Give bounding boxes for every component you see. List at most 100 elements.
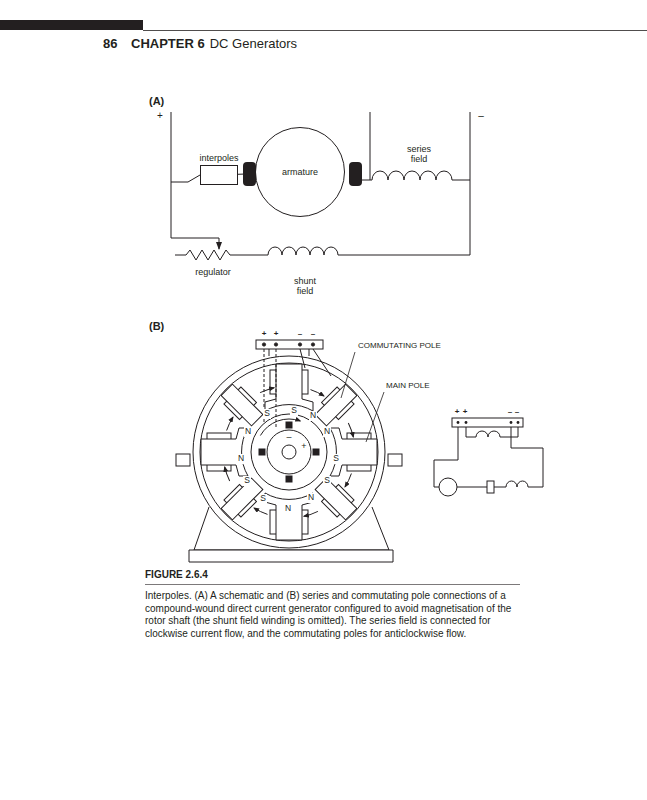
terminal: [465, 421, 468, 424]
terminal: [457, 421, 460, 424]
terminal: [262, 343, 265, 346]
regulator-resistor: [175, 250, 268, 260]
interpoles-node: interpoles: [199, 153, 238, 185]
commutating-pole: [312, 475, 359, 522]
winding-connection: [345, 474, 351, 488]
component-label: regulator: [195, 267, 231, 277]
brush: [286, 422, 292, 428]
terminal-block: [452, 418, 523, 427]
shaft: [282, 445, 296, 459]
figure-caption: Interpoles. (A) A schematic and (B) seri…: [145, 590, 530, 640]
series-lead: [300, 349, 331, 376]
coil-symbol: [466, 427, 518, 437]
callout-label: COMMUTATING POLE: [358, 341, 441, 350]
terminal: [274, 343, 277, 346]
terminal-sign: –: [478, 110, 484, 122]
interpoles-box: [200, 165, 238, 185]
frame-lug: [176, 454, 190, 466]
terminal-support: [269, 349, 309, 356]
panel-label: (B): [149, 320, 164, 333]
brush: [349, 162, 362, 186]
figure-number: FIGURE 2.6.4: [145, 569, 208, 581]
winding-connection: [254, 508, 268, 514]
winding-connection: [304, 507, 318, 521]
commutating-pole: [218, 381, 265, 428]
brush-polarity: –: [285, 432, 292, 442]
winding-connection: [220, 467, 234, 481]
terminal: [517, 421, 520, 424]
series-tap-wire: [370, 112, 371, 180]
wire: [457, 487, 487, 488]
main-pole: [265, 364, 313, 411]
pole-letter: S: [290, 406, 298, 416]
pole-letter: N: [323, 427, 331, 437]
page-number: 86: [103, 37, 117, 52]
terminal-sign: +: [262, 329, 267, 338]
armature-rotor: [251, 414, 327, 490]
shunt-field-coil: [268, 112, 470, 255]
brush: [313, 449, 319, 455]
winding-connection: [311, 390, 325, 396]
terminal: [298, 343, 301, 346]
chapter-heading: CHAPTER 6: [131, 37, 205, 52]
armature-circle: [256, 128, 345, 217]
commutator: [267, 430, 311, 474]
armature-symbol: [439, 478, 457, 496]
component-label: armature: [282, 167, 318, 178]
leader-line: [366, 392, 384, 442]
pole-letter: S: [323, 476, 331, 486]
pole-letter: N: [309, 411, 317, 421]
series-field-coil: [361, 171, 470, 180]
winding-connection: [260, 383, 274, 397]
pole-letter: N: [237, 454, 245, 464]
terminal-sign: –: [298, 329, 302, 338]
terminal-sign: +: [455, 407, 460, 416]
frame-base: [189, 550, 393, 562]
callout-label: MAIN POLE: [386, 381, 430, 390]
interpole-symbol: [487, 481, 494, 493]
brush: [259, 449, 265, 455]
yoke-outer: [193, 356, 385, 548]
terminal: [311, 343, 314, 346]
main-pole: [265, 493, 313, 540]
pole-letter: S: [332, 454, 340, 464]
interpole-wire: [171, 175, 200, 182]
frame-lug: [388, 454, 402, 466]
brush: [286, 476, 292, 482]
terminal-sign: +: [463, 407, 468, 416]
winding-connection: [344, 423, 358, 437]
main-pole: [201, 428, 248, 476]
rotation-arrow: [260, 419, 300, 436]
terminal-sign: –: [515, 407, 519, 416]
caption-rule: [145, 584, 520, 585]
brush-polarity: +: [300, 441, 307, 451]
yoke-inner: [200, 363, 378, 541]
interpole-lead: [264, 349, 276, 428]
leader-line: [341, 352, 355, 398]
component-label: shunt field: [287, 276, 323, 297]
pole-letter: N: [244, 427, 252, 437]
header-bar: [0, 20, 143, 30]
pole-letter: N: [284, 504, 292, 514]
winding-connection: [227, 417, 233, 431]
panel-label: (A): [149, 95, 164, 108]
terminal-sign: +: [274, 329, 279, 338]
pole-letter: S: [263, 409, 271, 419]
terminal-sign: –: [508, 407, 512, 416]
commutating-pole: [312, 381, 359, 428]
chapter-title: DC Generators: [210, 37, 297, 52]
terminal-sign: –: [311, 329, 315, 338]
armature-node: armature: [255, 127, 345, 217]
pole-letter: S: [243, 476, 251, 486]
connector-wire: [238, 173, 255, 175]
header-rule: [143, 30, 647, 31]
component-label: series field: [399, 144, 439, 165]
main-pole: [330, 428, 377, 476]
terminal: [510, 421, 513, 424]
pole-letter: N: [307, 493, 315, 503]
component-label: interpoles: [199, 153, 238, 164]
terminal-sign: +: [157, 110, 163, 122]
terminal-block: [256, 340, 323, 349]
